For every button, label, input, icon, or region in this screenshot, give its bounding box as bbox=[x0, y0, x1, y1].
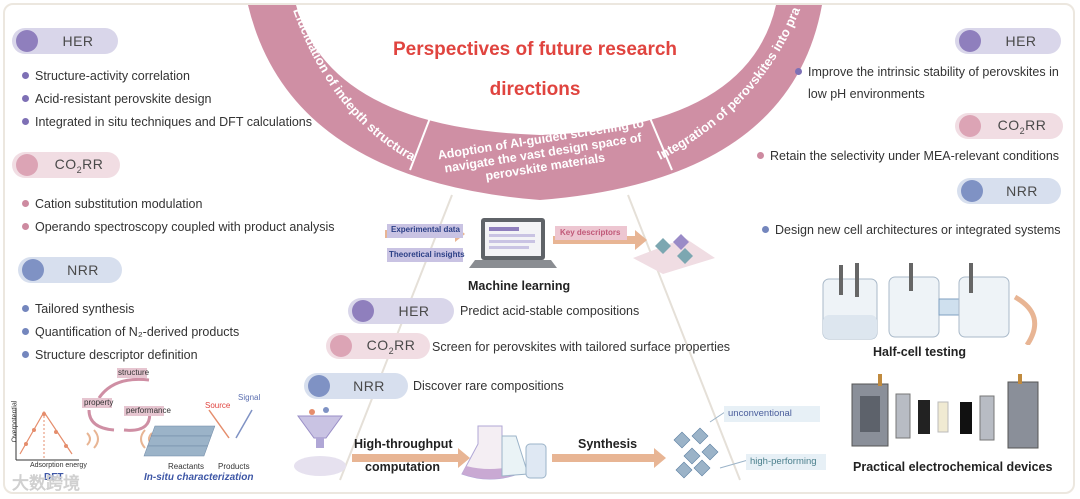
illus-structure-label: structure bbox=[118, 368, 150, 377]
half-cell-label: Half-cell testing bbox=[873, 345, 967, 359]
co2rr-dot-icon bbox=[330, 335, 352, 357]
co2rr-dot-icon bbox=[959, 115, 981, 137]
pill-label: NRR bbox=[353, 378, 385, 394]
left-her-item-1: Structure-activity correlation bbox=[22, 68, 190, 84]
right-co2rr-item-1: Retain the selectivity under MEA-relevan… bbox=[757, 148, 1059, 164]
illus-dft-label: DFT bbox=[44, 472, 64, 483]
left-nrr-item-2: Quantification of N₂-derived products bbox=[22, 324, 239, 340]
right-nrr-item-1: Design new cell architectures or integra… bbox=[762, 222, 1061, 238]
high-performing-label: high-performing bbox=[750, 456, 817, 467]
right-her-item-1: Improve the intrinsic stability of perov… bbox=[795, 64, 1059, 80]
pill-label: HER bbox=[62, 33, 94, 49]
nrr-dot-icon bbox=[22, 259, 44, 281]
unconventional-label: unconventional bbox=[728, 408, 792, 419]
pill-label: NRR bbox=[67, 262, 99, 278]
synthesis-flow-graphic bbox=[294, 406, 826, 480]
pill-label: HER bbox=[398, 303, 430, 319]
practical-devices-label: Practical electrochemical devices bbox=[853, 460, 1053, 474]
mid-nrr-text: Discover rare compositions bbox=[413, 379, 564, 393]
right-nrr-pill: NRR bbox=[957, 178, 1061, 204]
her-dot-icon bbox=[352, 300, 374, 322]
characterization-illustration bbox=[15, 368, 253, 461]
htc-label-line2: computation bbox=[365, 460, 440, 474]
synthesis-label: Synthesis bbox=[578, 437, 638, 451]
illus-signal-label: Signal bbox=[238, 393, 261, 402]
arc-inner bbox=[296, 5, 776, 135]
htc-label-line1: High-throughput bbox=[354, 437, 453, 451]
right-her-pill: HER bbox=[955, 28, 1061, 54]
key-descriptors-label: Key descriptors bbox=[560, 228, 621, 237]
ml-flow-graphic bbox=[385, 218, 715, 274]
her-dot-icon bbox=[959, 30, 981, 52]
nrr-dot-icon bbox=[308, 375, 330, 397]
co2rr-dot-icon bbox=[16, 154, 38, 176]
pill-label: CO2RR bbox=[997, 116, 1047, 136]
illus-insitu-label: In-situ characterization bbox=[144, 472, 254, 483]
mid-her-text: Predict acid-stable compositions bbox=[460, 304, 640, 318]
left-nrr-item-1: Tailored synthesis bbox=[22, 301, 134, 317]
mid-nrr-pill: NRR bbox=[304, 373, 408, 399]
page-title: Perspectives of future research directio… bbox=[392, 39, 678, 100]
illus-performance-label: performance bbox=[126, 406, 171, 415]
left-her-item-2: Acid-resistant perovskite design bbox=[22, 91, 211, 107]
pill-label: NRR bbox=[1006, 183, 1038, 199]
left-her-pill: HER bbox=[12, 28, 118, 54]
left-nrr-pill: NRR bbox=[18, 257, 122, 283]
illus-ylabel: Overpotential bbox=[11, 400, 19, 443]
left-co2rr-pill: CO2RR bbox=[12, 152, 120, 178]
mid-co2rr-pill: CO2RR bbox=[326, 333, 430, 359]
illus-property-label: property bbox=[84, 398, 114, 407]
right-co2rr-pill: CO2RR bbox=[955, 113, 1063, 139]
nrr-dot-icon bbox=[961, 180, 983, 202]
mid-co2rr-text: Screen for perovskites with tailored sur… bbox=[432, 340, 731, 354]
half-cell-illustration bbox=[822, 263, 1038, 345]
her-dot-icon bbox=[16, 30, 38, 52]
illus-reactants-label: Reactants bbox=[168, 462, 205, 471]
machine-learning-label: Machine learning bbox=[468, 279, 571, 293]
watermark: 大数跨境 bbox=[12, 474, 80, 493]
pill-label: CO2RR bbox=[54, 155, 104, 175]
illus-products-label: Products bbox=[218, 462, 250, 471]
frame bbox=[3, 3, 1075, 494]
illus-xlabel: Adsorption energy bbox=[30, 462, 87, 469]
right-her-item-2: low pH environments bbox=[808, 87, 925, 101]
pill-label: CO2RR bbox=[366, 336, 416, 356]
pill-label: HER bbox=[1005, 33, 1037, 49]
theoretical-insights-label: Theoretical insights bbox=[389, 250, 465, 259]
experimental-data-label: Experimental data bbox=[391, 225, 460, 234]
mid-her-pill: HER bbox=[348, 298, 454, 324]
illus-source-label: Source bbox=[205, 401, 231, 410]
left-her-item-3: Integrated in situ techniques and DFT ca… bbox=[22, 114, 312, 130]
left-co2rr-item-1: Cation substitution modulation bbox=[22, 196, 202, 212]
left-co2rr-item-2: Operando spectroscopy coupled with produ… bbox=[22, 219, 334, 235]
device-illustration bbox=[851, 374, 1039, 449]
left-nrr-item-3: Structure descriptor definition bbox=[22, 347, 198, 363]
